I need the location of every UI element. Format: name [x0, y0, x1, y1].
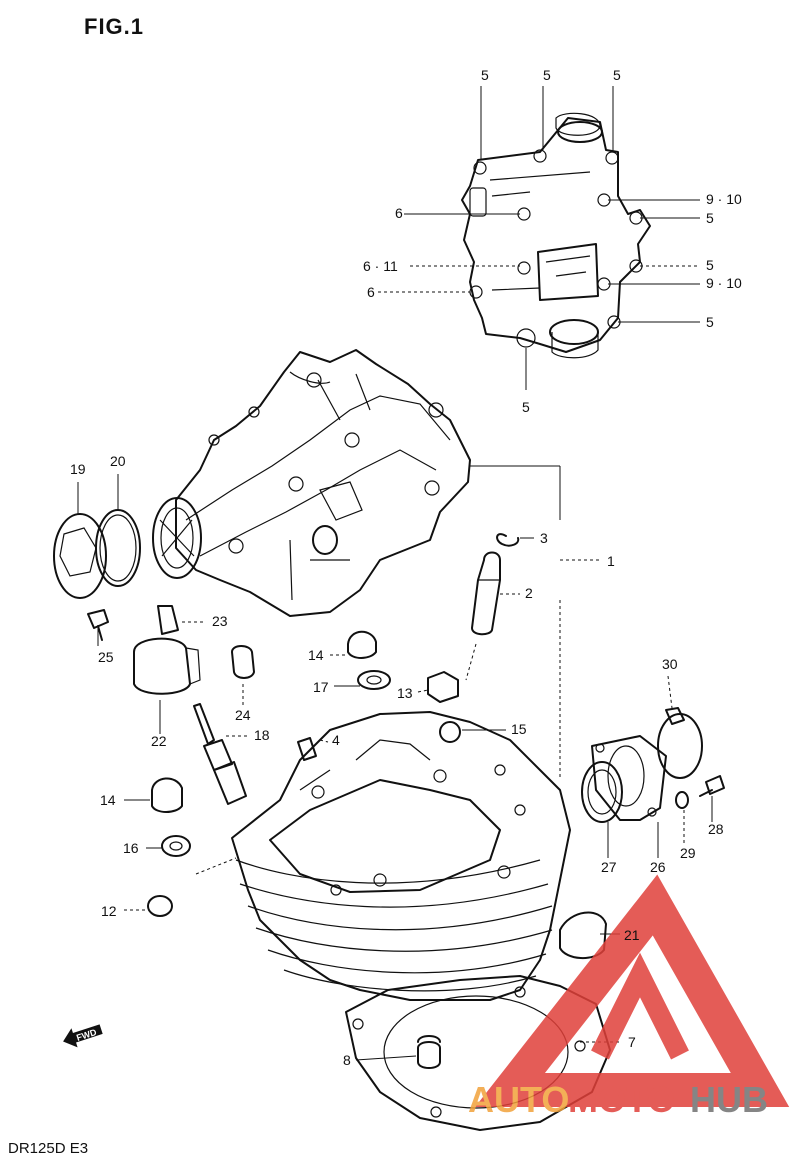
callout-c-14b: 14 — [100, 792, 116, 808]
callout-c-4: 4 — [332, 732, 340, 748]
callout-c-5a: 5 — [481, 67, 489, 83]
callout-c-5e: 5 — [706, 257, 714, 273]
callout-c-24: 24 — [235, 707, 251, 723]
washer-17 — [357, 670, 391, 690]
leader-lines — [77, 86, 713, 1061]
model-code: DR125D E3 — [8, 1140, 89, 1157]
dowel-4 — [297, 737, 317, 761]
callout-c-6b: 6 — [367, 284, 375, 300]
callout-c-8: 8 — [343, 1052, 351, 1068]
callout-c-17: 17 — [313, 679, 329, 695]
callout-c-5d: 5 — [706, 210, 714, 226]
bolt-25 — [87, 609, 109, 641]
callout-c-15: 15 — [511, 721, 527, 737]
callout-c-7: 7 — [628, 1034, 636, 1050]
callout-c-18: 18 — [254, 727, 270, 743]
callout-c-20: 20 — [110, 453, 126, 469]
callout-c-25: 25 — [98, 649, 114, 665]
watermark-text-moto: MOTO — [568, 1079, 675, 1120]
callout-c-28: 28 — [708, 821, 724, 837]
cap-21 — [559, 911, 607, 959]
callout-c-3: 3 — [540, 530, 548, 546]
callout-c-910a: 9 · 10 — [706, 191, 742, 207]
callout-c-910b: 9 · 10 — [706, 275, 742, 291]
callout-c-611: 6 · 11 — [363, 258, 398, 274]
callout-c-29: 29 — [680, 845, 696, 861]
callout-c-26: 26 — [650, 859, 666, 875]
valve-guide-2 — [471, 551, 501, 636]
fwd-arrow: FWD — [63, 1024, 103, 1048]
gasket-27 — [581, 761, 623, 823]
watermark-text-hub: HUB — [690, 1079, 768, 1120]
head-gasket — [345, 975, 611, 1131]
washer-23 — [157, 605, 179, 635]
callout-c-1: 1 — [607, 553, 615, 569]
dowel-8 — [417, 1035, 441, 1043]
intake-pipe-26 — [591, 735, 667, 821]
bolt-28 — [699, 775, 725, 797]
o-ring-20 — [95, 509, 141, 587]
cap-14a — [347, 630, 377, 659]
callout-c-5g: 5 — [522, 399, 530, 415]
washer-16 — [161, 835, 191, 857]
callout-c-12: 12 — [101, 903, 117, 919]
callout-c-13: 13 — [397, 685, 413, 701]
callout-c-14a: 14 — [308, 647, 324, 663]
watermark-text-auto: AUTO — [468, 1079, 569, 1120]
washer-29 — [675, 791, 689, 809]
watermark-logo: AUTO MOTO HUB — [468, 874, 790, 1120]
clamp-30 — [657, 707, 703, 779]
callout-c-30: 30 — [662, 656, 678, 672]
callout-c-22: 22 — [151, 733, 167, 749]
retainer-3 — [496, 533, 520, 547]
cylinder-block — [231, 711, 571, 1001]
nut-13 — [427, 671, 459, 703]
callout-c-19: 19 — [70, 461, 86, 477]
spark-plug-18 — [193, 703, 247, 805]
plug-12 — [147, 895, 173, 917]
cylinder-head-cover — [461, 112, 651, 359]
cap-14b — [151, 777, 183, 813]
callout-c-6a: 6 — [395, 205, 403, 221]
callout-c-27: 27 — [601, 859, 617, 875]
cap-22 — [133, 637, 201, 695]
callout-c-2: 2 — [525, 585, 533, 601]
callout-c-21: 21 — [624, 927, 640, 943]
cylinder-head — [152, 349, 471, 617]
cap-19 — [53, 513, 107, 599]
callout-c-23: 23 — [212, 613, 228, 629]
callout-c-5c: 5 — [613, 67, 621, 83]
figure-title: FIG.1 — [84, 14, 145, 39]
callout-c-5b: 5 — [543, 67, 551, 83]
callout-c-5f: 5 — [706, 314, 714, 330]
fwd-label: FWD — [75, 1027, 98, 1043]
o-ring-24 — [231, 645, 255, 679]
callout-c-16: 16 — [123, 840, 139, 856]
